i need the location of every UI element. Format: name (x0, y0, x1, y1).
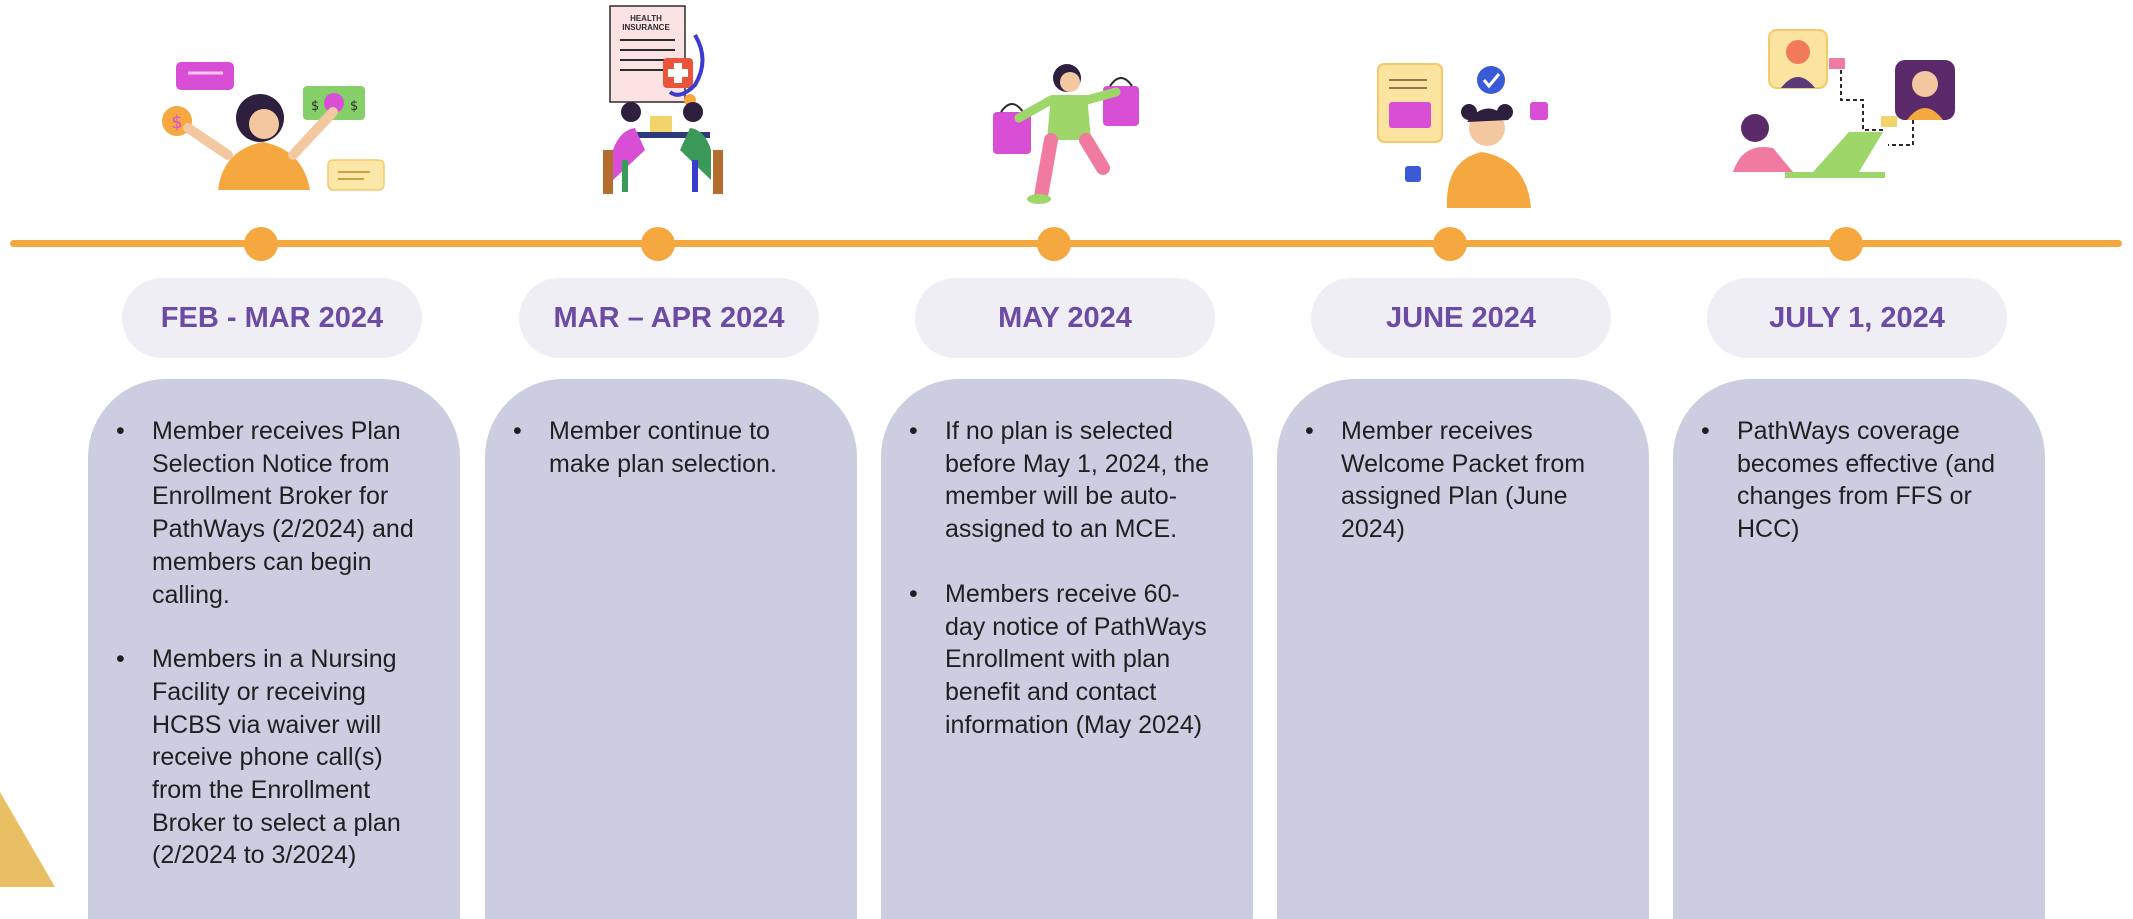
stage-date: FEB - MAR 2024 (122, 278, 422, 358)
timeline-stage-5: JULY 1, 2024 PathWays coverage becomes e… (1673, 0, 2053, 919)
svg-text:$: $ (171, 112, 182, 133)
bullet-item: PathWays coverage becomes effective (and… (1701, 415, 2009, 546)
corner-decoration (0, 792, 55, 887)
timeline-dot (641, 227, 675, 261)
timeline-dot (1433, 227, 1467, 261)
person-thinking-with-packet-icon (1377, 63, 1548, 208)
bullet-item: Members in a Nursing Facility or receivi… (116, 643, 424, 872)
timeline-stage-2: HEALTH INSURANCE MAR – APR 2024 Member c… (485, 0, 865, 919)
stage-card: Member receives Plan Selection Notice fr… (88, 379, 460, 919)
health-insurance-consultation-icon (603, 5, 723, 194)
stage-date: MAR – APR 2024 (519, 278, 819, 358)
bullet-item: Members receive 60-day notice of PathWay… (909, 578, 1217, 742)
bullet-list: Member receives Welcome Packet from assi… (1277, 379, 1649, 546)
bullet-list: PathWays coverage becomes effective (and… (1673, 379, 2045, 546)
stage-card: PathWays coverage becomes effective (and… (1673, 379, 2045, 919)
stage-date: MAY 2024 (915, 278, 1215, 358)
person-with-money-icon: $ $ $ (162, 62, 385, 191)
bullet-item: Member continue to make plan selection. (513, 415, 821, 480)
svg-text:$: $ (311, 99, 319, 114)
bullet-item: If no plan is selected before May 1, 202… (909, 415, 1217, 546)
bullet-item: Member receives Plan Selection Notice fr… (116, 415, 424, 611)
bullet-item: Member receives Welcome Packet from assi… (1305, 415, 1613, 546)
timeline-stage-3: MAY 2024 If no plan is selected before M… (881, 0, 1261, 919)
bullet-list: Member continue to make plan selection. (485, 379, 857, 480)
stage-card: If no plan is selected before May 1, 202… (881, 379, 1253, 919)
stage-date: JULY 1, 2024 (1707, 278, 2007, 358)
bullet-list: Member receives Plan Selection Notice fr… (88, 379, 460, 872)
stage-date: JUNE 2024 (1311, 278, 1611, 358)
timeline-dot (244, 227, 278, 261)
svg-text:$: $ (350, 99, 358, 114)
timeline-dot (1829, 227, 1863, 261)
timeline-dot (1037, 227, 1071, 261)
timeline-stage-1: $ $ $ FEB - MAR 2024 Member receives Pla… (88, 0, 468, 919)
online-communication-icon (1733, 29, 1955, 178)
stage-card: Member continue to make plan selection. (485, 379, 857, 919)
stage-card: Member receives Welcome Packet from assi… (1277, 379, 1649, 919)
timeline-stage-4: JUNE 2024 Member receives Welcome Packet… (1277, 0, 1657, 919)
bullet-list: If no plan is selected before May 1, 202… (881, 379, 1253, 741)
person-with-shopping-bags-icon (993, 64, 1139, 204)
illustration-label: HEALTH INSURANCE (622, 14, 670, 32)
